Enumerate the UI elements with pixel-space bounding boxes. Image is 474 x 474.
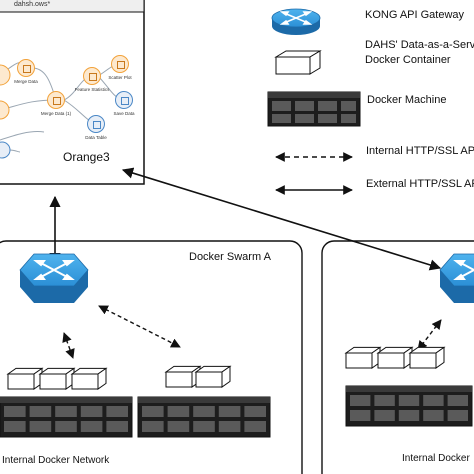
legend-container-icon	[274, 50, 322, 75]
kong-gateway-b-router-icon	[439, 253, 474, 303]
legend-container-label-line1: DAHS' Data-as-a-Service	[365, 39, 474, 51]
swarm-b-network-label: Internal Docker	[402, 453, 470, 464]
legend-container-label-line2: Docker Container	[365, 54, 451, 66]
orange-widget[interactable]: Data Table	[85, 115, 107, 140]
orange-widget-label: Data Table	[85, 135, 107, 140]
orange-widget[interactable]: Scatter Plot	[108, 55, 132, 80]
orange-widget-label: Merge Data	[14, 79, 38, 84]
legend-internal-api-label: Internal HTTP/SSL API	[366, 145, 474, 157]
docker-container-icon	[38, 367, 76, 390]
servers-layer	[0, 385, 473, 438]
gateway-a-to-containers-2-link	[98, 305, 181, 348]
orange-widget-label: Scatter Plot	[108, 75, 132, 80]
save-icon	[121, 97, 129, 105]
orange-widget-label: Merge Data (1)	[40, 111, 72, 116]
gateway-b-to-containers-link	[417, 319, 442, 351]
orange-widget[interactable]: Save Data	[113, 91, 135, 116]
partial-widget-icon	[0, 141, 11, 159]
merge-icon	[23, 65, 31, 73]
docker-container-icon	[376, 346, 414, 369]
legend-machine-label: Docker Machine	[367, 94, 447, 106]
docker-container-icon	[6, 367, 44, 390]
swarm-a-network-label: Internal Docker Network	[2, 455, 110, 466]
orange-widget[interactable]: Merge Data	[14, 59, 38, 84]
gateway-a-to-containers-1-link	[62, 332, 75, 359]
legend-server-icon	[267, 91, 361, 127]
docker-container-icon	[70, 367, 108, 390]
docker-machine-server-icon	[0, 396, 133, 438]
orange3-label: Orange3	[63, 150, 110, 164]
docker-container-icon	[408, 346, 446, 369]
containers-layer	[6, 346, 446, 390]
docker-container-icon	[164, 365, 202, 388]
merge-icon	[53, 97, 61, 105]
kong-gateway-a-router-icon	[19, 253, 89, 303]
docker-machine-server-icon	[137, 396, 271, 438]
orange-window-title: dahsh.ows*	[14, 1, 51, 8]
legend-external-api-label: External HTTP/SSL API	[366, 178, 474, 190]
docker-container-icon	[194, 365, 232, 388]
partial-widget-icon	[0, 64, 11, 86]
docker-container-icon	[344, 346, 382, 369]
stats-icon	[89, 73, 97, 81]
table-icon	[93, 121, 101, 129]
scatter-icon	[117, 61, 125, 69]
docker-machine-server-icon	[345, 385, 473, 427]
orange-widget[interactable]: Merge Data (1)	[41, 91, 71, 116]
orange-widget[interactable]: Feature Statistics	[75, 67, 109, 92]
docker-swarm-a-label: Docker Swarm A	[189, 251, 271, 263]
legend-router-icon	[271, 8, 321, 35]
orange-widget-label: Save Data	[113, 111, 135, 116]
legend-gateway-label: KONG API Gateway	[365, 9, 465, 21]
orange-widget-label: Feature Statistics	[74, 87, 110, 92]
orange-to-gateway-b-link	[121, 167, 442, 271]
partial-widget-icon	[0, 100, 10, 120]
